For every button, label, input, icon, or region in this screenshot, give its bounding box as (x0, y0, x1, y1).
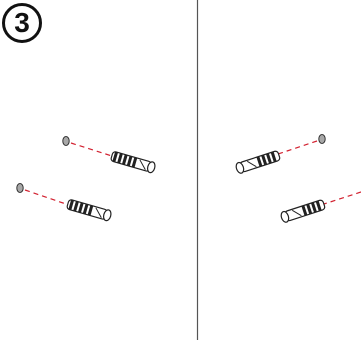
step-number-badge: 3 (2, 3, 42, 43)
drill-hole-left-bottom (16, 183, 24, 193)
wall-anchor-right-top (235, 150, 281, 174)
guide-line-right-bottom (323, 191, 361, 205)
guide-line-left-top (70, 142, 113, 157)
wall-anchor-right-bottom (280, 199, 326, 223)
guide-line-right-top (274, 140, 318, 156)
drill-hole-right-top (318, 134, 326, 144)
guide-line-left-bottom (24, 189, 67, 205)
wall-anchor-left-top (110, 151, 156, 174)
drill-hole-left-top (62, 136, 70, 146)
step-number: 3 (14, 7, 30, 38)
wall-anchor-left-bottom (66, 199, 112, 222)
